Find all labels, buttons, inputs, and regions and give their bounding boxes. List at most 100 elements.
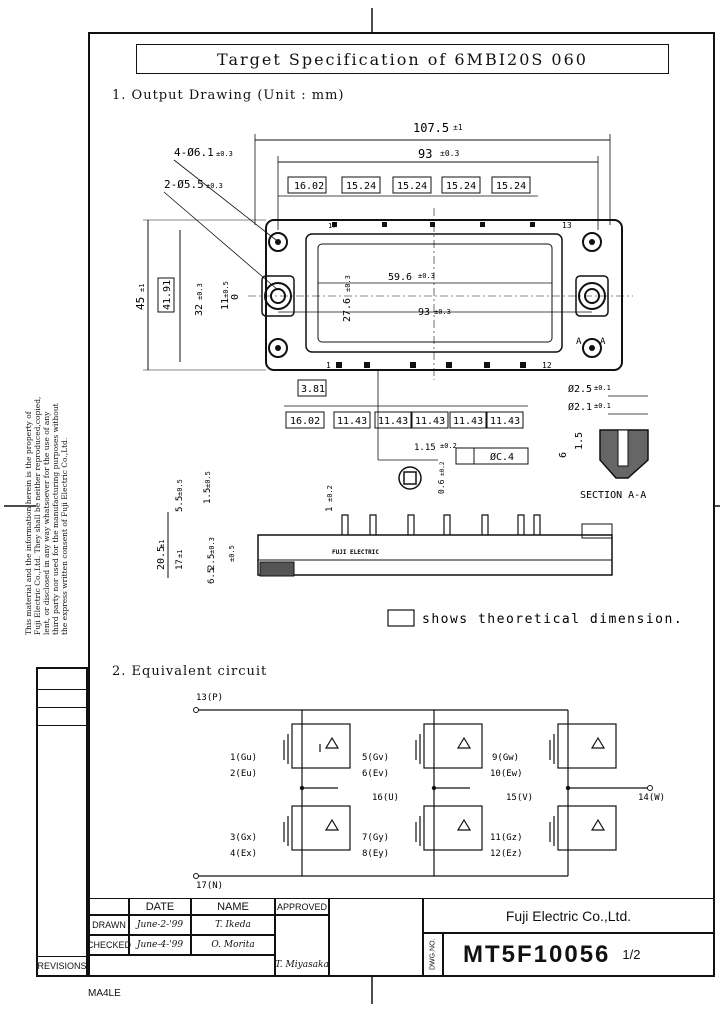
drawn-date: June-2-'99 xyxy=(128,914,192,936)
equivalent-circuit: 13(P) 17(N) 16(U) 15(V) 14(W) 1(Gu)2(Eu)… xyxy=(193,693,665,891)
svg-text:11.43: 11.43 xyxy=(337,416,367,427)
section-output-drawing: 1. Output Drawing (Unit : mm) xyxy=(112,88,345,103)
svg-text:1(Gu): 1(Gu) xyxy=(230,753,257,763)
name-header: NAME xyxy=(190,898,276,916)
dim-window-width: 59.6 xyxy=(388,272,412,283)
dim-mount-pitch: 93 xyxy=(418,147,432,161)
terminal-p: 13(P) xyxy=(196,693,223,703)
svg-text:16.02: 16.02 xyxy=(290,416,320,427)
dim-side-total: 20.5 xyxy=(156,546,167,570)
callout-hole-small-tol: ±0.3 xyxy=(206,182,223,190)
svg-text:SECTION A-A: SECTION A-A xyxy=(580,490,646,501)
module-side-view: FUJI ELECTRIC 20.5 ±1 5.5 ±0.5 1.5 ±0.5 … xyxy=(156,471,613,584)
svg-text:11.43: 11.43 xyxy=(415,416,445,427)
theoretical-box-sample xyxy=(387,609,415,627)
dim-pin-offset: 3.81 xyxy=(301,384,325,395)
svg-text:1.5: 1.5 xyxy=(574,432,585,450)
svg-text:2.5: 2.5 xyxy=(207,554,217,570)
dim-width-inner: 41.91 xyxy=(162,280,173,310)
svg-text:15.24: 15.24 xyxy=(397,181,427,192)
svg-text:11.43: 11.43 xyxy=(490,416,520,427)
checked-name: O. Morita xyxy=(190,934,276,956)
drawn-name: T. Ikeda xyxy=(190,914,276,936)
svg-text:±0.5: ±0.5 xyxy=(204,471,212,488)
svg-text:Ø2.5: Ø2.5 xyxy=(568,383,592,395)
terminal-v: 15(V) xyxy=(506,793,533,803)
svg-text:±0.3: ±0.3 xyxy=(434,308,451,316)
footer-code: MA4LE xyxy=(88,988,121,999)
revisions-label: REVISIONS xyxy=(38,956,87,975)
checked-label: CHECKED xyxy=(87,934,131,956)
svg-text:1.5: 1.5 xyxy=(203,488,213,504)
svg-text:6(Ev): 6(Ev) xyxy=(362,769,389,779)
svg-text:0: 0 xyxy=(230,294,241,300)
dim-window-height: 27.6 xyxy=(342,298,353,322)
terminal-w: 14(W) xyxy=(638,793,665,803)
dim-window-pitch: 93 xyxy=(418,307,430,318)
svg-text:9(Gw): 9(Gw) xyxy=(492,753,519,763)
output-drawing: 107.5 ±1 93 ±0.3 4-Ø6.1 ±0.3 2-Ø5.5 ±0.3… xyxy=(134,121,683,627)
svg-text:A: A xyxy=(576,337,582,347)
approved-name: T. Miyasaka xyxy=(274,914,330,977)
svg-text:7(Gy): 7(Gy) xyxy=(362,833,389,843)
svg-text:±0.2: ±0.2 xyxy=(439,461,446,476)
svg-text:±0.3: ±0.3 xyxy=(418,272,435,280)
section-equivalent-circuit: 2. Equivalent circuit xyxy=(112,664,268,679)
svg-text:A: A xyxy=(600,337,606,347)
callout-hole-large: 4-Ø6.1 xyxy=(174,146,214,159)
svg-text:6.5: 6.5 xyxy=(207,568,217,584)
dim-height-inner: 32 xyxy=(194,304,205,316)
date-header: DATE xyxy=(128,898,192,916)
svg-text:17: 17 xyxy=(328,222,336,230)
proprietary-notice: This material and the information herein… xyxy=(24,396,69,635)
top-pin-pitches: 16.02 15.24 15.24 15.24 15.24 xyxy=(278,176,538,197)
svg-text:±0.3: ±0.3 xyxy=(344,275,352,292)
svg-text:Ø2.1: Ø2.1 xyxy=(568,401,592,413)
bottom-pin-pitches: 16.02 11.43 11.43 11.43 11.43 11.43 xyxy=(284,405,528,429)
spec-title: Target Specification of 6MBI20S 060 xyxy=(136,44,669,74)
svg-text:1: 1 xyxy=(325,507,335,512)
dim-overall-length-tol: ±1 xyxy=(453,123,463,132)
svg-text:FUJI ELECTRIC: FUJI ELECTRIC xyxy=(332,549,379,556)
svg-text:±0.5: ±0.5 xyxy=(176,479,184,496)
svg-text:12: 12 xyxy=(542,361,552,370)
svg-text:4(Ex): 4(Ex) xyxy=(230,849,257,859)
pin-detail: 1.15 ±0.2 ØC.4 0.6 ±0.2 xyxy=(377,370,529,494)
svg-text:5(Gv): 5(Gv) xyxy=(362,753,389,763)
svg-text:3(Gx): 3(Gx) xyxy=(230,833,257,843)
svg-text:13: 13 xyxy=(562,221,572,230)
svg-text:16.02: 16.02 xyxy=(294,181,324,192)
svg-text:1: 1 xyxy=(326,361,331,370)
svg-text:17: 17 xyxy=(175,559,185,570)
title-block: DATE NAME APPROVED DRAWN June-2-'99 T. I… xyxy=(87,898,715,977)
approved-header: APPROVED xyxy=(274,898,330,916)
svg-text:±0.3: ±0.3 xyxy=(208,537,216,554)
revisions-column: REVISIONS xyxy=(36,667,88,977)
svg-text:12(Ez): 12(Ez) xyxy=(490,849,523,859)
module-top-view: 17 13 1 12 59.6 ±0.3 93 ±0.3 27.6 ±0.3 A… xyxy=(248,208,633,380)
svg-text:1.15: 1.15 xyxy=(414,443,436,453)
svg-text:8(Ey): 8(Ey) xyxy=(362,849,389,859)
theoretical-note: shows theoretical dimension. xyxy=(422,612,683,627)
position-tolerance: ØC.4 xyxy=(490,451,514,463)
dim-width: 45 xyxy=(134,297,147,310)
gate-labels: 1(Gu)2(Eu) 5(Gv)6(Ev) 9(Gw)10(Ew) 3(Gx)4… xyxy=(230,753,523,859)
svg-text:11(Gz): 11(Gz) xyxy=(490,833,523,843)
callout-hole-small: 2-Ø5.5 xyxy=(164,178,204,191)
svg-text:±0.2: ±0.2 xyxy=(326,485,334,502)
terminal-n: 17(N) xyxy=(196,881,223,891)
callout-hole-large-tol: ±0.3 xyxy=(216,150,233,158)
svg-text:6: 6 xyxy=(558,452,569,458)
company-name: Fuji Electric Co.,Ltd. xyxy=(422,898,715,934)
svg-text:±1: ±1 xyxy=(138,284,146,292)
svg-text:±0.1: ±0.1 xyxy=(594,384,611,392)
dim-center-offset: 11 xyxy=(220,298,231,310)
svg-text:15.24: 15.24 xyxy=(496,181,526,192)
svg-text:±1: ±1 xyxy=(176,550,184,558)
sheet-number: 1/2 xyxy=(622,947,641,962)
section-a-a: Ø2.5 ±0.1 Ø2.1 ±0.1 6 1.5 SECTION A-A xyxy=(558,383,649,501)
terminal-u: 16(U) xyxy=(372,793,399,803)
svg-text:15.24: 15.24 xyxy=(346,181,376,192)
dim-mount-pitch-tol: ±0.3 xyxy=(440,149,459,158)
svg-text:±0.5: ±0.5 xyxy=(228,545,236,562)
